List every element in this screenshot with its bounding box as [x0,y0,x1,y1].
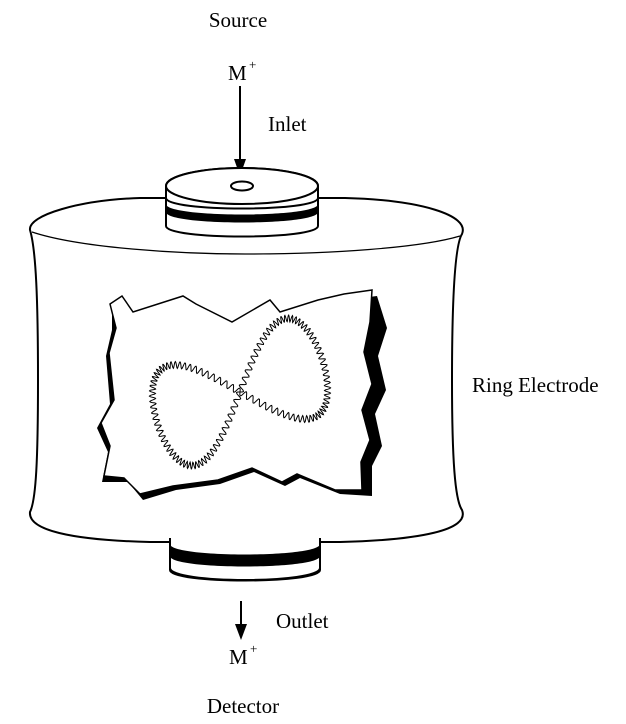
bottom-end-cap [169,538,321,582]
ion-bottom-charge: + [250,641,257,656]
detector-label: Detector [207,694,279,718]
ring-electrode-label: Ring Electrode [472,373,599,397]
outlet-label: Outlet [276,609,329,633]
inlet-aperture [230,180,254,192]
top-end-cap [165,167,319,238]
outlet-arrow [235,601,247,640]
ion-bottom-label: M [229,645,248,669]
ion-top-label: M [228,61,247,85]
source-label: Source [209,8,267,32]
inlet-arrow [234,86,246,176]
ion-trajectory [148,314,332,470]
inlet-label: Inlet [268,112,307,136]
ion-top-charge: + [249,57,256,72]
